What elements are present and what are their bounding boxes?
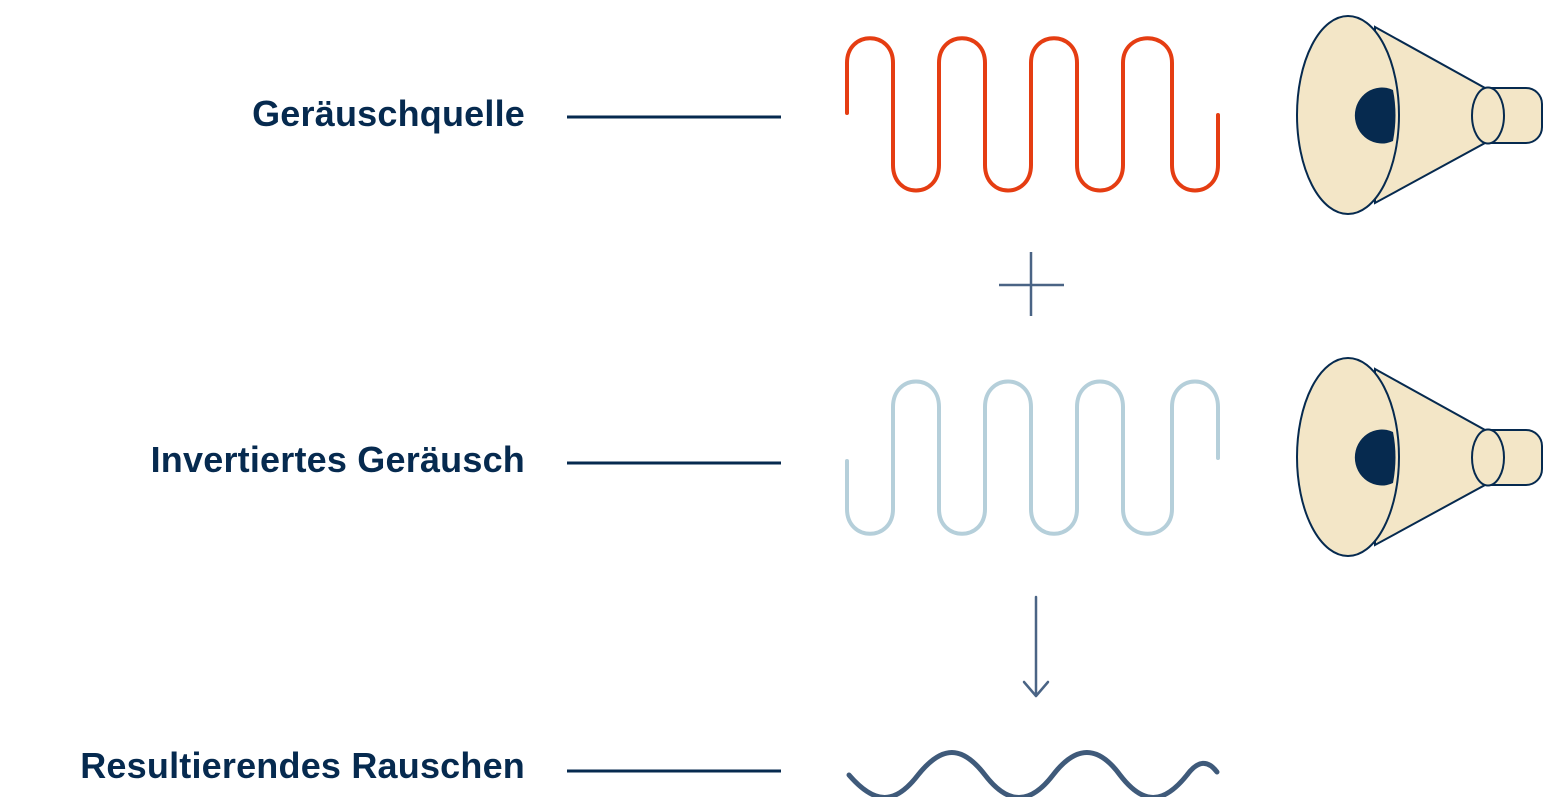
resulting-noise-label: Resultierendes Rauschen [80, 745, 525, 786]
inverted-noise-label: Invertiertes Geräusch [150, 439, 525, 480]
plus-operator-icon [999, 252, 1064, 316]
noise-source-label: Geräuschquelle [252, 93, 525, 134]
result-arrow-down-icon [1022, 595, 1050, 698]
noise-source-speaker-icon [1296, 15, 1543, 215]
inverted-noise-wave [845, 379, 1220, 536]
inverted-noise-speaker-icon [1296, 357, 1543, 557]
noise-source-wave [845, 36, 1220, 193]
resulting-noise-wave [846, 750, 1220, 797]
